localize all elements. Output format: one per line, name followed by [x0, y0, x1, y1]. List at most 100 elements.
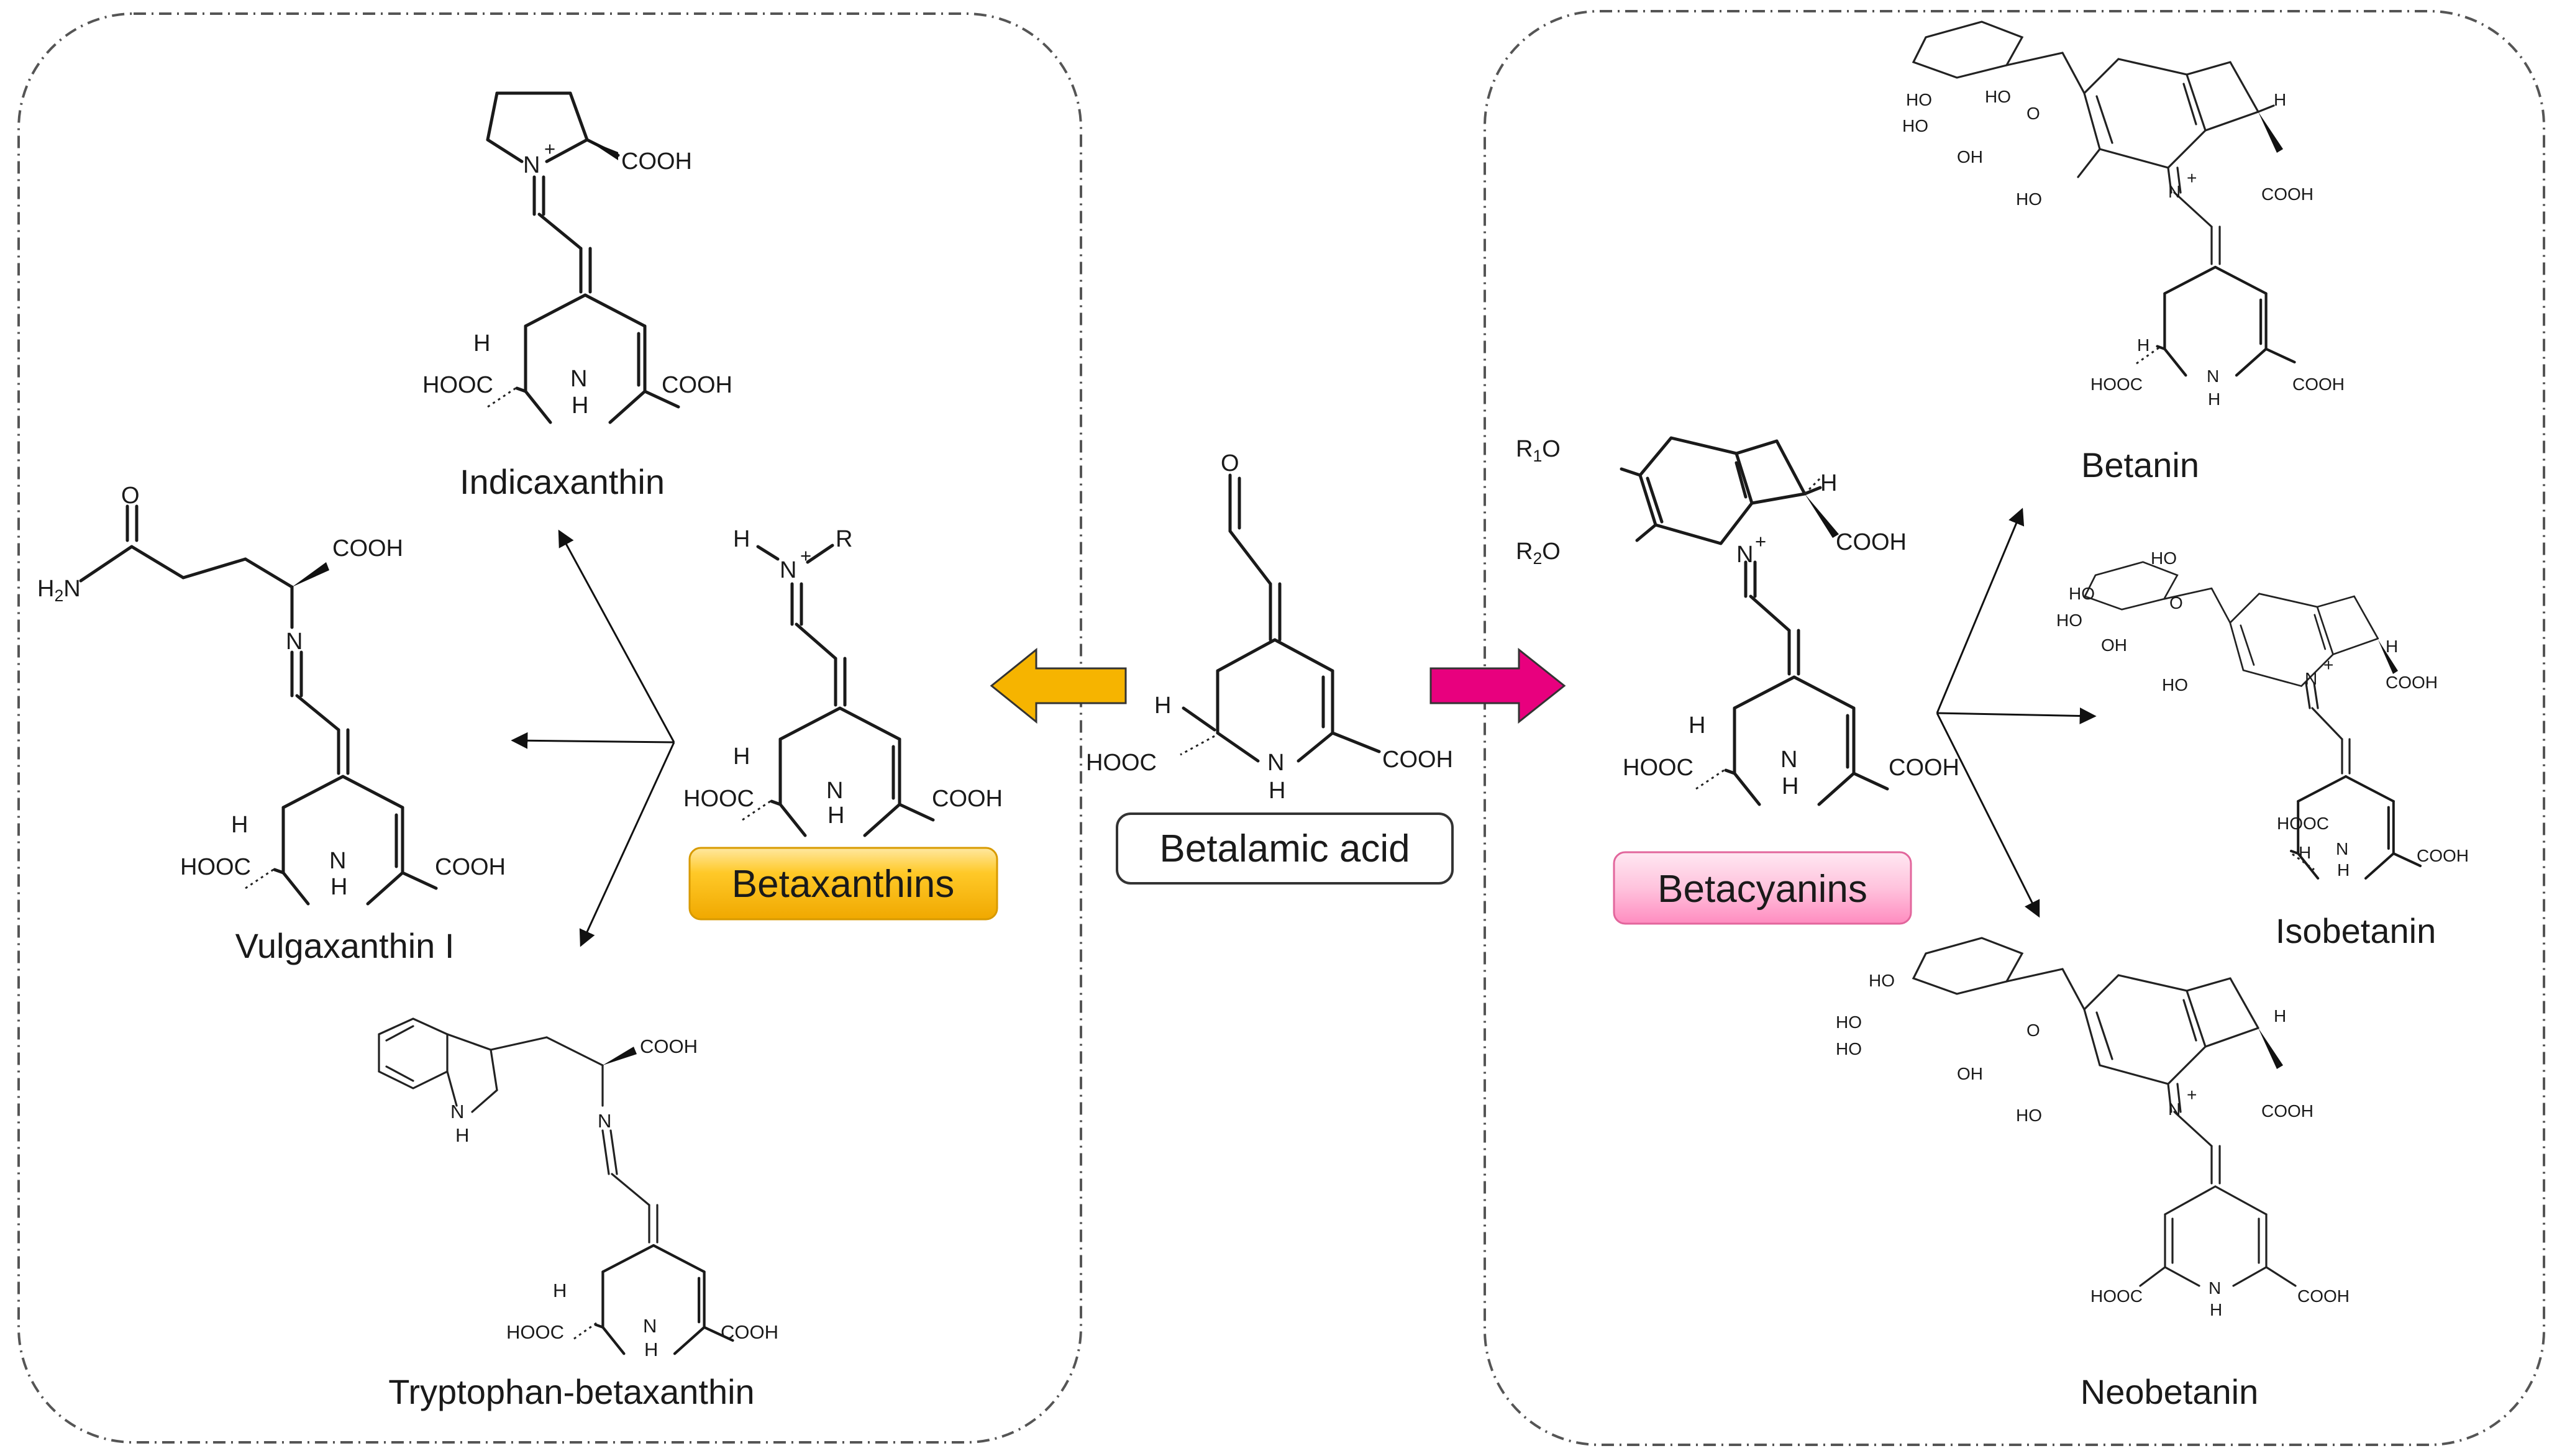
- indicaxanthin-structure: N + COOH H HOOC COOH N H: [422, 91, 732, 422]
- isobetanin-ring-n: N: [2336, 839, 2348, 858]
- vulgaxanthin-oxygen: O: [121, 483, 140, 509]
- neobetanin-ring-nh: H: [2210, 1300, 2222, 1319]
- vulgaxanthin-hooc: HOOC: [180, 854, 251, 880]
- betalamic-acid-label-box: [1116, 812, 1454, 885]
- betacyanin-core-h: H: [1689, 712, 1705, 739]
- betalamic-acid-structure: O H HOOC COOH N H: [1086, 450, 1453, 804]
- betanin-ho-3: HO: [1902, 116, 1928, 135]
- isobetanin-o-link: O: [2169, 593, 2183, 612]
- indicaxanthin-cooh: COOH: [662, 372, 732, 398]
- betanin-charge: +: [2187, 168, 2197, 188]
- indicaxanthin-name: Indicaxanthin: [460, 462, 665, 501]
- neobetanin-n: N: [2168, 1099, 2181, 1119]
- betaxanthin-core-structure: H N + R H HOOC COOH N H: [683, 526, 1003, 835]
- betanin-cooh: COOH: [2292, 375, 2345, 394]
- r1o-group: R1O: [1516, 436, 1561, 465]
- betanin-ring-nh: H: [2208, 389, 2220, 409]
- isobetanin-cooh-top: COOH: [2386, 673, 2438, 692]
- betaxanthins-panel: [17, 12, 1082, 1444]
- tryptophan-betaxanthin-name: Tryptophan-betaxanthin: [388, 1372, 754, 1411]
- ring-nitrogen: N: [1267, 750, 1284, 776]
- r2o-group: R2O: [1516, 539, 1561, 568]
- core-nh-hydrogen: H: [827, 803, 844, 829]
- vulgaxanthin-cooh-top: COOH: [332, 535, 403, 562]
- vulgaxanthin-structure: O H2N COOH N H HOOC COOH N H: [37, 483, 506, 904]
- tryptophan-cooh-top: COOH: [640, 1035, 698, 1057]
- isobetanin-structure: HO HO HO OH O HO N + H COOH HOOC H COOH …: [2056, 548, 2469, 880]
- arrow-to-betaxanthins: [990, 647, 1127, 724]
- tryptophan-ring-nh: H: [644, 1339, 658, 1360]
- betanin-ho-ring: HO: [2016, 189, 2042, 209]
- indicaxanthin-cooh-top: COOH: [621, 148, 692, 175]
- tryptophan-h: H: [553, 1280, 567, 1301]
- neobetanin-o-link: O: [2026, 1021, 2040, 1040]
- iminium-nitrogen: N: [780, 557, 796, 583]
- neobetanin-hooc: HOOC: [2090, 1286, 2143, 1306]
- ring-nh-hydrogen: H: [1269, 778, 1285, 804]
- isobetanin-ho-2: HO: [2069, 584, 2095, 603]
- isobetanin-h: H: [2299, 843, 2311, 862]
- betanin-h-top: H: [2274, 90, 2286, 109]
- betacyanin-core-hooc: HOOC: [1623, 755, 1694, 781]
- cooh-group: COOH: [1382, 747, 1453, 773]
- neobetanin-charge: +: [2187, 1085, 2197, 1104]
- indicaxanthin-ring-nh: H: [572, 393, 588, 419]
- betacyanin-core-cooh: COOH: [1889, 755, 1959, 781]
- betanin-name: Betanin: [2081, 445, 2199, 485]
- vulgaxanthin-ring-nh: H: [331, 874, 347, 900]
- neobetanin-ho-2: HO: [1836, 1012, 1862, 1032]
- indicaxanthin-charge: +: [544, 138, 555, 160]
- indicaxanthin-ring-n: N: [570, 366, 587, 392]
- vulgaxanthin-ring-n: N: [329, 848, 346, 874]
- iminium-charge: +: [800, 545, 811, 566]
- neobetanin-cooh-top: COOH: [2261, 1101, 2314, 1121]
- neobetanin-ho-3: HO: [1836, 1039, 1862, 1058]
- tryptophan-cooh: COOH: [721, 1321, 778, 1343]
- betanin-oh: OH: [1957, 147, 1983, 166]
- isobetanin-ho-3: HO: [2056, 611, 2082, 630]
- tryptophan-imine-n: N: [598, 1110, 611, 1132]
- neobetanin-structure: HO HO HO OH O HO N + H COOH HOOC COOH N …: [1836, 937, 2350, 1319]
- neobetanin-ring-n: N: [2209, 1278, 2221, 1298]
- betanin-cooh-top: COOH: [2261, 184, 2314, 204]
- neobetanin-oh: OH: [1957, 1064, 1983, 1083]
- betaxanthins-label-box: [688, 847, 998, 921]
- betalamic-acid-label: Betalamic acid: [1159, 827, 1410, 870]
- betacyanin-branch-arrows: [1936, 507, 2097, 918]
- imine-hydrogen: H: [733, 526, 750, 552]
- isobetanin-hooc: HOOC: [2277, 814, 2329, 833]
- betaxanthin-branch-arrows: [511, 529, 675, 947]
- tryptophan-indole-h: H: [455, 1124, 469, 1146]
- arrow-to-betacyanins: [1429, 647, 1566, 724]
- vulgaxanthin-h: H: [231, 812, 248, 838]
- betanin-ho-1: HO: [1985, 87, 2011, 106]
- vulgaxanthin-imine-n: N: [286, 629, 303, 655]
- betaxanthins-label: Betaxanthins: [732, 863, 954, 906]
- isobetanin-ring-nh: H: [2337, 860, 2350, 880]
- vulgaxanthin-cooh: COOH: [435, 854, 506, 880]
- tryptophan-indole-nh: N: [450, 1101, 464, 1122]
- tryptophan-ring-n: N: [643, 1315, 657, 1337]
- isobetanin-ho-ring: HO: [2162, 675, 2188, 694]
- neobetanin-name: Neobetanin: [2081, 1372, 2258, 1411]
- hooc-group: HOOC: [1086, 750, 1157, 776]
- betacyanins-label: Betacyanins: [1657, 868, 1867, 911]
- neobetanin-ho-ring: HO: [2016, 1106, 2042, 1125]
- neobetanin-ho-1: HO: [1869, 971, 1895, 990]
- core-hooc: HOOC: [683, 786, 754, 812]
- betacyanin-core-h-top: H: [1820, 470, 1837, 496]
- tryptophan-betaxanthin-structure: N H COOH N H HOOC COOH N H: [378, 1017, 778, 1360]
- isobetanin-cooh: COOH: [2417, 846, 2469, 865]
- betanin-ho-2: HO: [1906, 90, 1932, 109]
- betacyanin-core-ring-n: N: [1780, 747, 1797, 773]
- core-nitrogen: N: [826, 778, 843, 804]
- vulgaxanthin-h2n: H2N: [37, 576, 81, 605]
- neobetanin-h-top: H: [2274, 1006, 2286, 1026]
- isobetanin-name: Isobetanin: [2276, 911, 2436, 950]
- isobetanin-charge: +: [2323, 655, 2333, 675]
- isobetanin-ho-1: HO: [2151, 548, 2177, 568]
- indicaxanthin-n: N: [523, 152, 540, 178]
- core-cooh: COOH: [932, 786, 1003, 812]
- indicaxanthin-hooc: HOOC: [422, 372, 493, 398]
